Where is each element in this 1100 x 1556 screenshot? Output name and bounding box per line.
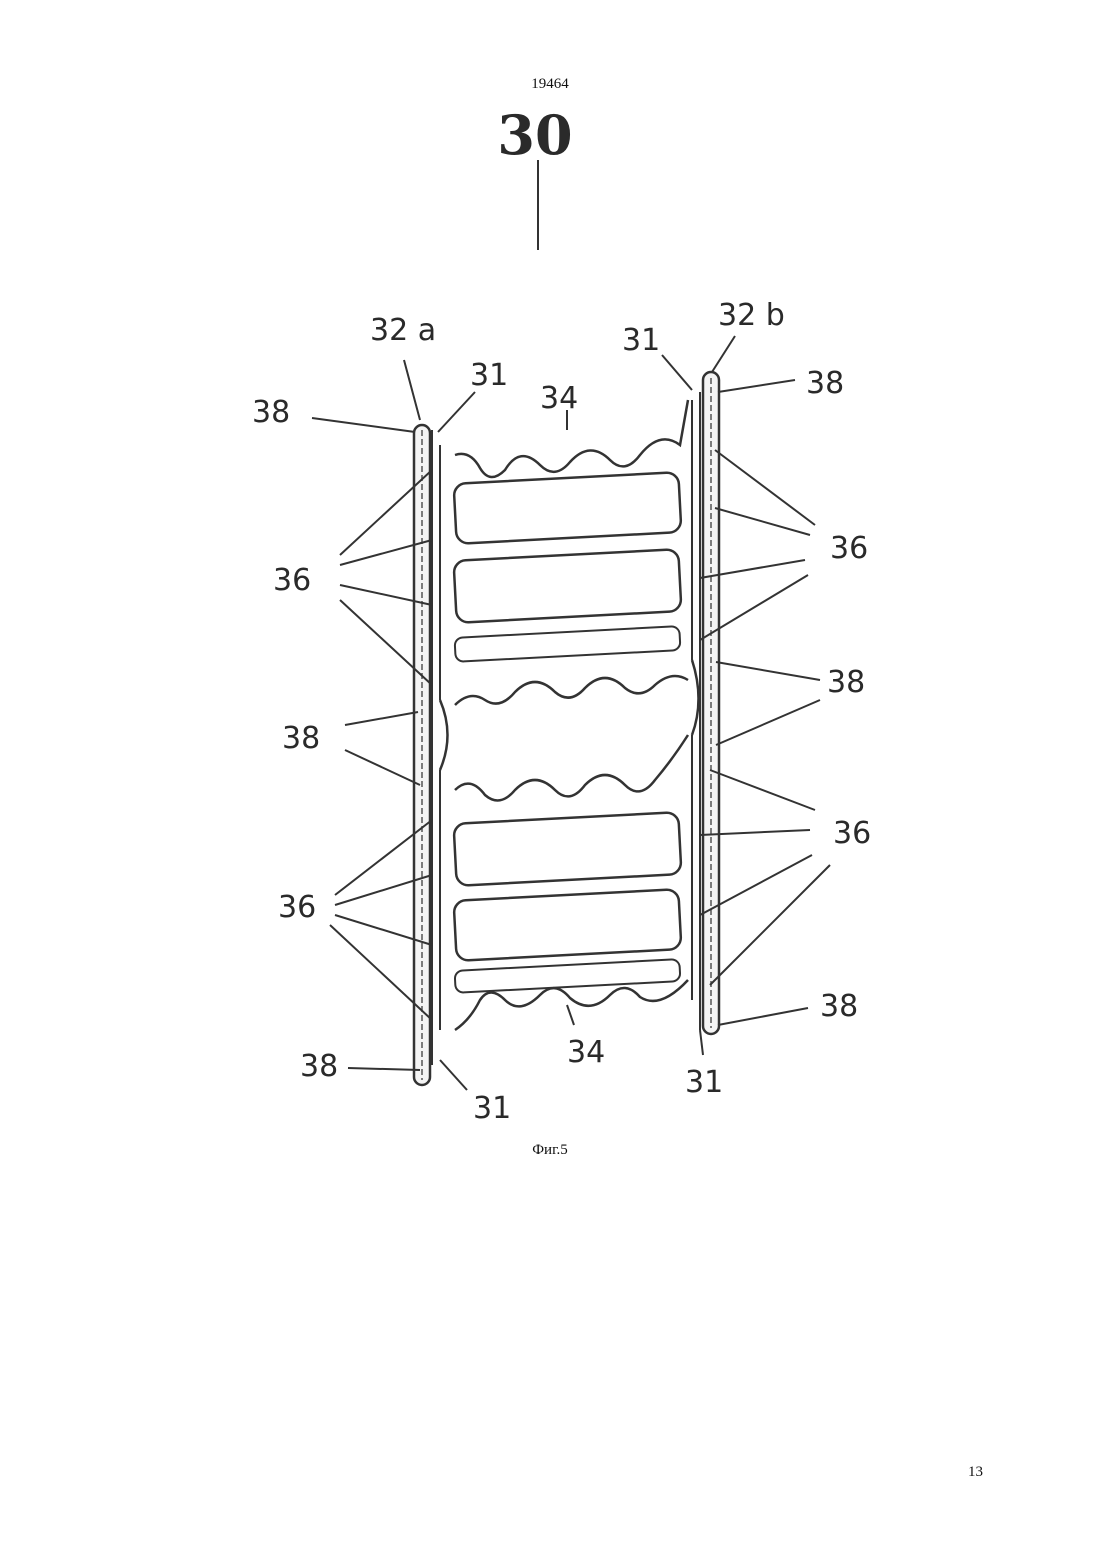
- lower-section: [454, 735, 688, 1030]
- label-31-bottom-left: 31: [473, 1091, 511, 1126]
- upper-section: [454, 400, 688, 705]
- label-31-top-right: 31: [622, 323, 660, 358]
- label-38-bottom-right: 38: [820, 989, 858, 1024]
- label-38-top-left: 38: [252, 395, 290, 430]
- label-36-lower-right: 36: [833, 816, 871, 851]
- label-31-top-left: 31: [470, 358, 508, 393]
- left-crossover: [440, 700, 448, 770]
- label-38-mid-right: 38: [827, 665, 865, 700]
- label-31-bottom-right: 31: [685, 1065, 723, 1100]
- page-number: 13: [968, 1464, 983, 1481]
- label-38-mid-left: 38: [282, 721, 320, 756]
- figure-caption: Фиг.5: [0, 1142, 1100, 1159]
- right-crossover: [692, 660, 699, 735]
- label-36-upper-left: 36: [273, 563, 311, 598]
- figure-number: 30: [497, 103, 572, 167]
- label-32b: 32 b: [718, 298, 785, 333]
- left-rail: [414, 425, 440, 1085]
- figure-drawing: 30: [220, 100, 910, 1140]
- label-34-top: 34: [540, 381, 578, 416]
- right-rail: [692, 372, 719, 1034]
- label-38-top-right: 38: [806, 366, 844, 401]
- document-number: 19464: [0, 76, 1100, 93]
- patent-figure: 30: [220, 100, 910, 1140]
- label-36-upper-right: 36: [830, 531, 868, 566]
- label-32a: 32 a: [370, 313, 436, 348]
- leader-lines: [312, 336, 830, 1090]
- label-34-bottom: 34: [567, 1035, 605, 1070]
- label-38-bottom-left: 38: [300, 1049, 338, 1084]
- label-36-lower-left: 36: [278, 890, 316, 925]
